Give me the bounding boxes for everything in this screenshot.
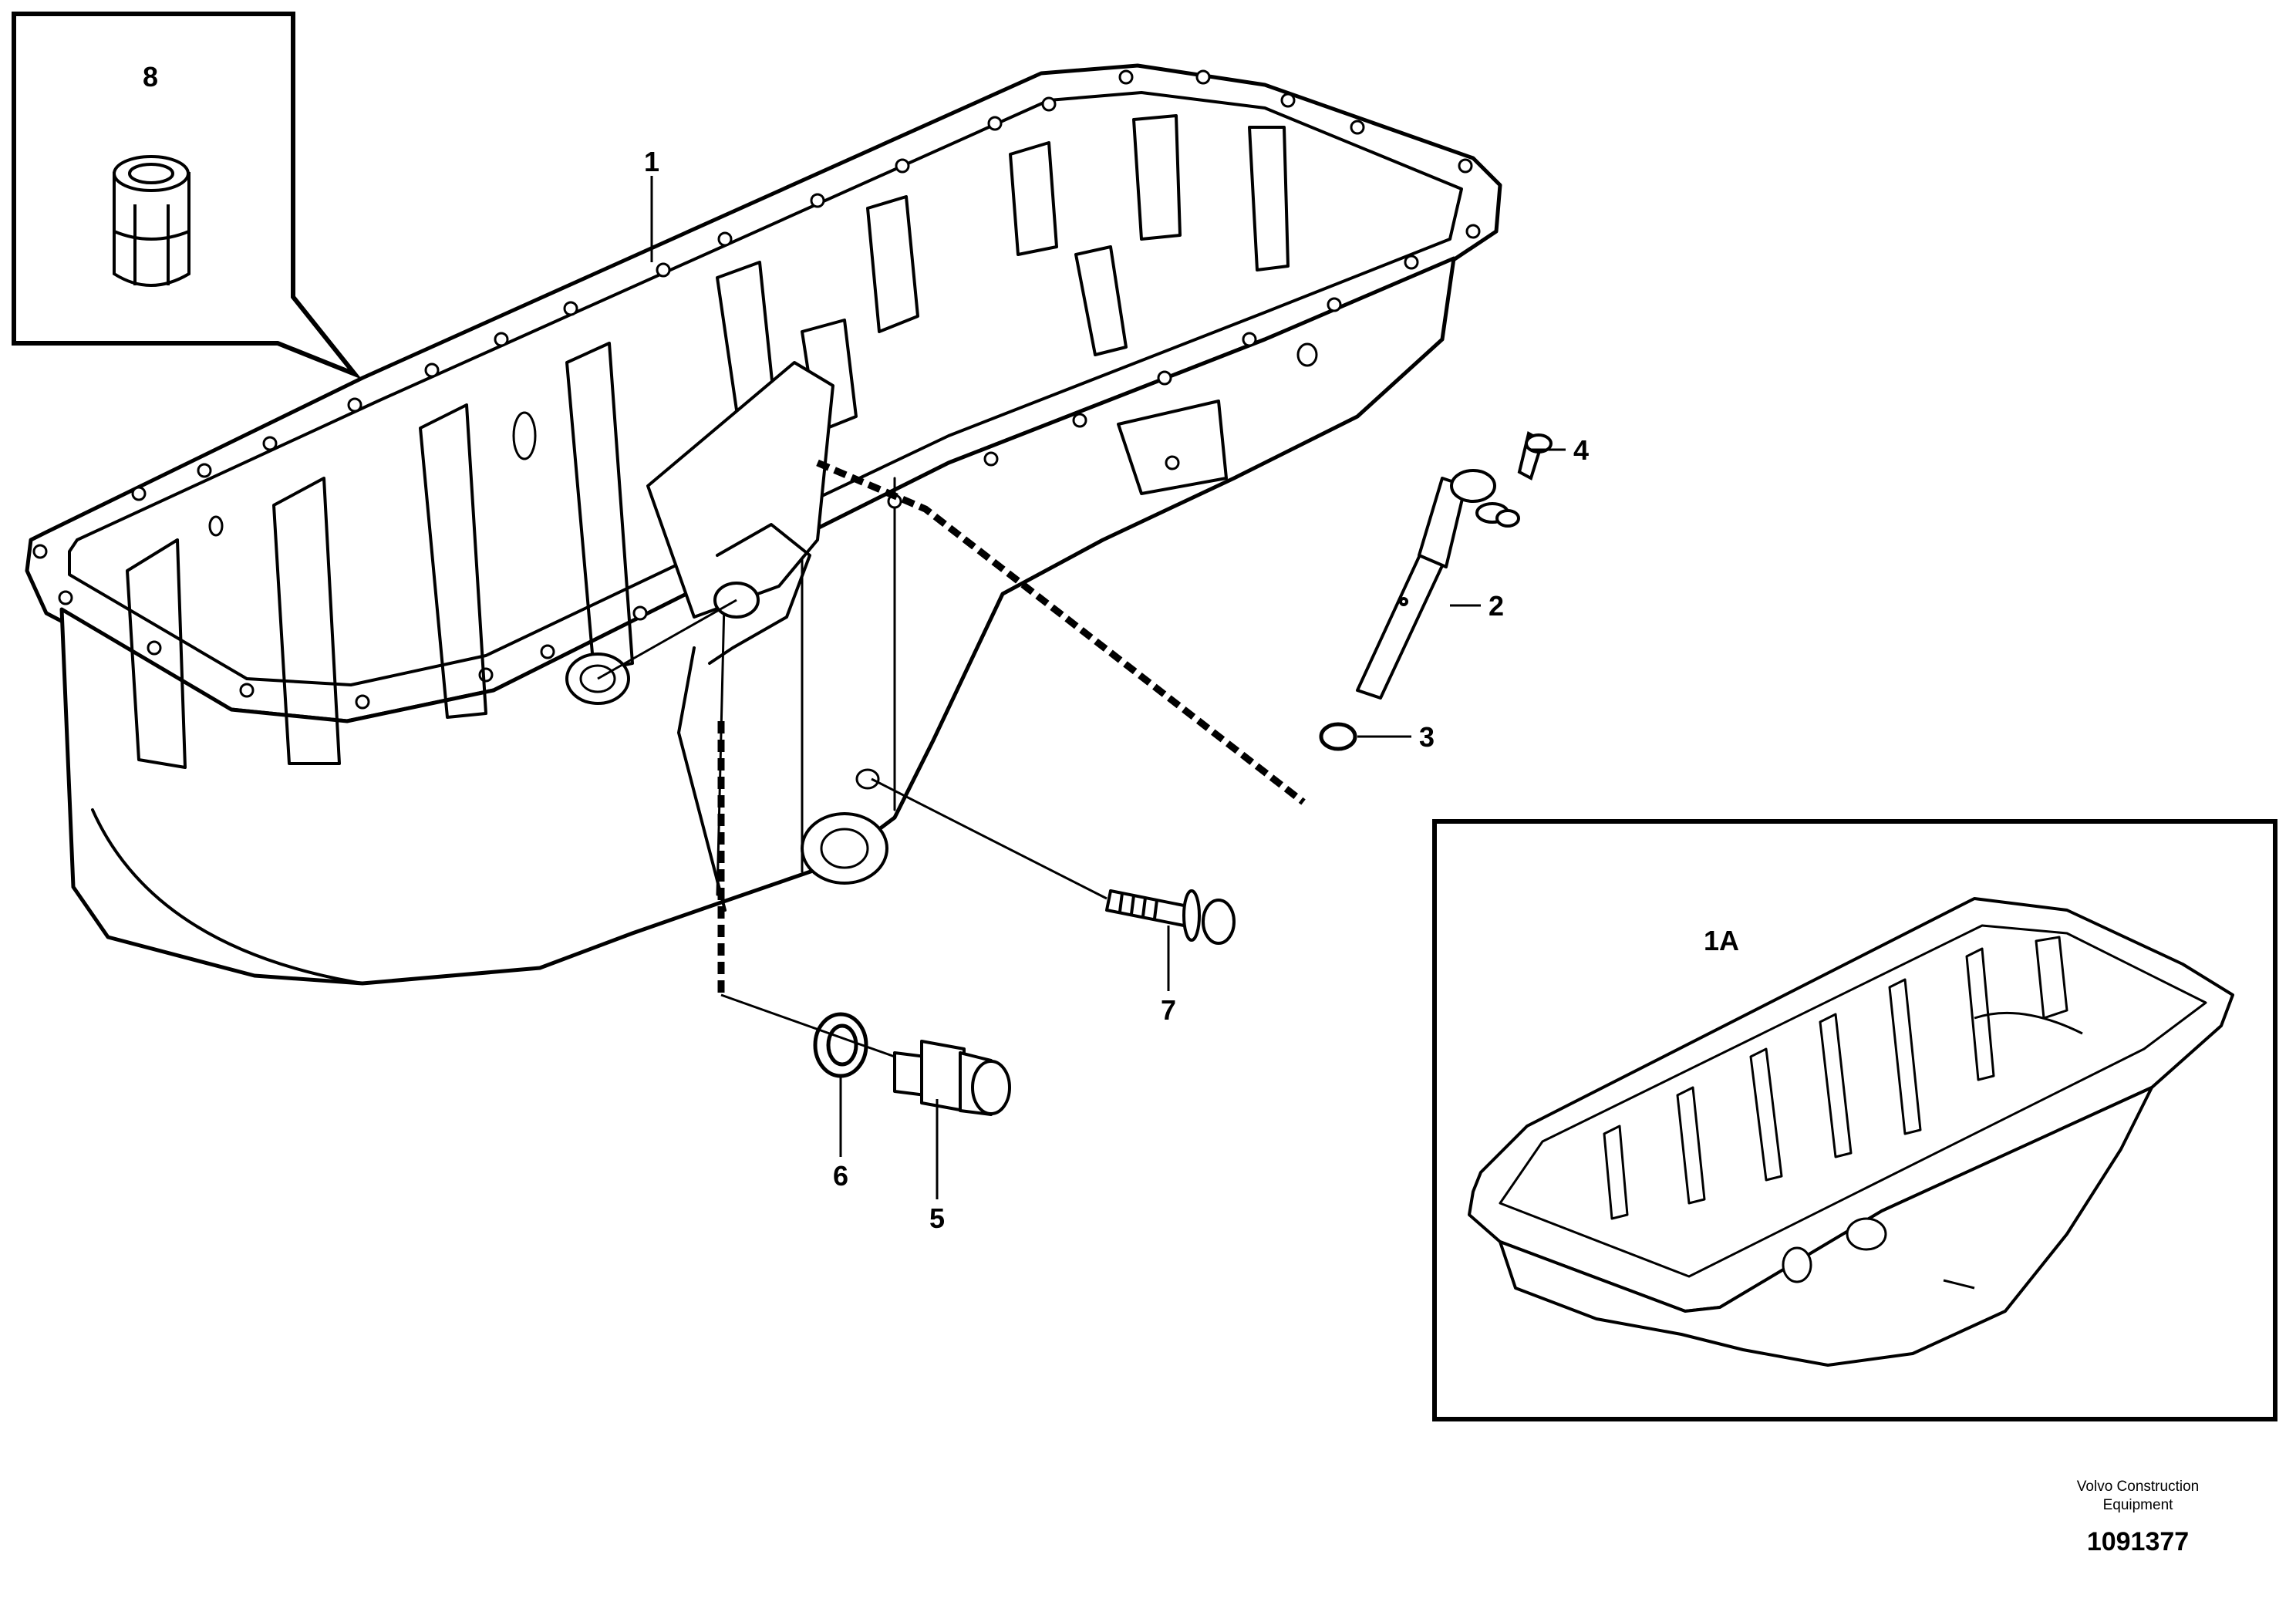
screw-4	[1517, 430, 1553, 481]
pan-ribs	[126, 114, 1290, 769]
callout-3: 3	[1419, 721, 1435, 753]
oil-dipstick	[1356, 469, 1520, 700]
callout-7: 7	[1161, 994, 1176, 1026]
company-name-line1: Volvo Construction	[2077, 1479, 2199, 1495]
oil-pan-main	[25, 63, 1502, 986]
sealing-ring	[813, 1012, 868, 1078]
flange-screw-7	[1105, 889, 1236, 945]
reference-dashed-lines	[717, 459, 1306, 995]
o-ring	[1319, 722, 1357, 751]
flange-bolt-holes	[32, 69, 1481, 710]
callout-2: 2	[1489, 590, 1504, 622]
footer: Volvo Construction Equipment 1091377	[2077, 1479, 2199, 1556]
callout-5: 5	[929, 1202, 945, 1234]
drain-plug	[893, 1040, 1011, 1116]
inset-part-1a	[1432, 819, 2277, 1421]
callout-6: 6	[833, 1160, 848, 1192]
drawing-number: 1091377	[2087, 1527, 2189, 1556]
callout-1: 1	[644, 146, 659, 177]
callout-8: 8	[143, 61, 158, 93]
company-name-line2: Equipment	[2103, 1497, 2174, 1513]
callout-4: 4	[1573, 434, 1589, 466]
callout-1a: 1A	[1704, 925, 1739, 956]
callout-labels: 1 2 3 4 5 6 7 8 1A	[143, 61, 1739, 1234]
inset-part-8	[12, 12, 362, 380]
